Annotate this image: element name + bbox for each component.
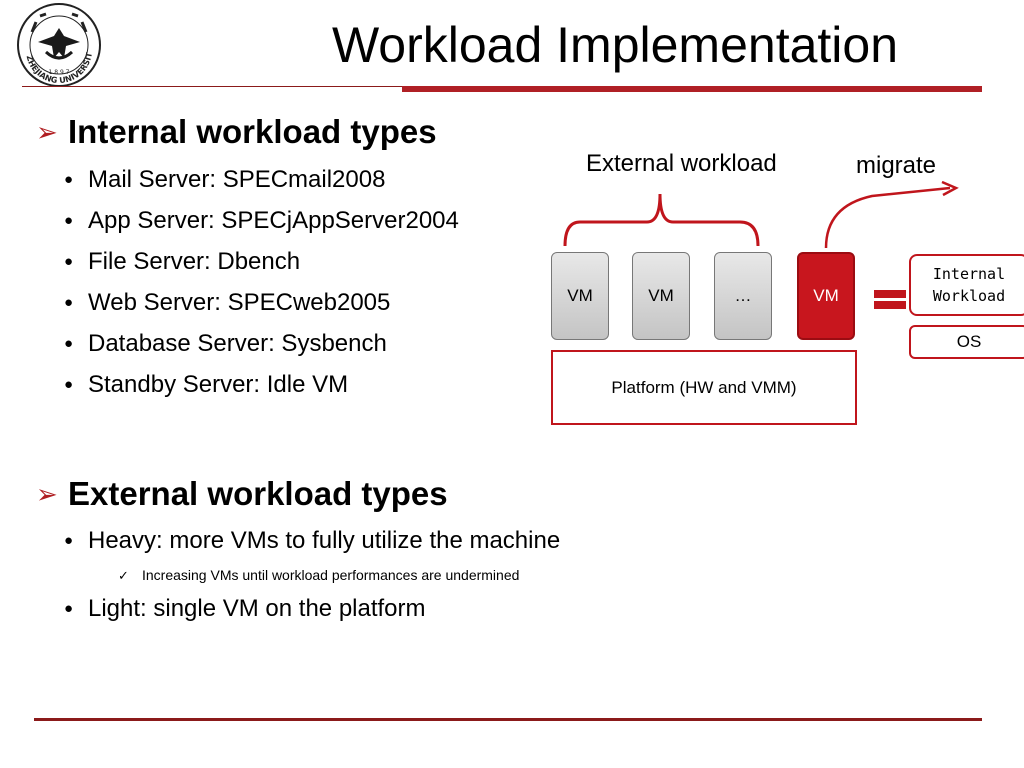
bullet-dot-icon: ●	[64, 532, 74, 549]
connector-bar-top	[874, 290, 906, 298]
zhejiang-university-logo: ZHEJIANG UNIVERSITY 1 8 9 7	[16, 2, 101, 87]
bullet-dot-icon: ●	[64, 171, 74, 188]
internal-heading: ➢Internal workload types	[36, 113, 437, 150]
checkmark-icon: ✓	[118, 568, 129, 583]
bullet-dot-icon: ●	[64, 376, 74, 393]
bullet-dot-icon: ●	[64, 335, 74, 352]
bullet-dot-icon: ●	[64, 600, 74, 617]
arrow-bullet-icon: ➢	[36, 117, 58, 147]
migrate-label: migrate	[856, 152, 937, 179]
list-item: ●Web Server: SPECweb2005	[64, 289, 391, 316]
arrow-bullet-icon: ➢	[36, 479, 58, 509]
connector-bar-bottom	[874, 301, 906, 309]
list-item: ●Heavy: more VMs to fully utilize the ma…	[64, 527, 561, 554]
page-title: Workload Implementation	[332, 17, 899, 73]
os-box: OS	[909, 325, 1024, 359]
header-rule-thick	[402, 86, 982, 92]
external-heading: ➢External workload types	[36, 475, 448, 512]
vm-box: VM	[632, 252, 690, 340]
internal-workload-line2: Workload	[932, 287, 1006, 305]
migrate-arrow	[824, 186, 951, 249]
header-rule-thin	[22, 86, 402, 87]
internal-workload-line1: Internal	[932, 265, 1006, 283]
list-item: ●Mail Server: SPECmail2008	[64, 166, 386, 193]
list-item: ●File Server: Dbench	[64, 248, 301, 275]
bullet-dot-icon: ●	[64, 212, 74, 229]
vm-box: VM	[551, 252, 609, 340]
footer-rule	[34, 718, 982, 721]
logo-year: 1 8 9 7	[49, 69, 70, 76]
internal-workload-box: Internal Workload	[909, 254, 1024, 316]
list-item: ●Light: single VM on the platform	[64, 595, 426, 622]
bullet-dot-icon: ●	[64, 294, 74, 311]
list-item: ●App Server: SPECjAppServer2004	[64, 207, 459, 234]
external-workload-brace	[563, 193, 760, 247]
migrate-arrowhead	[941, 180, 959, 197]
vm-ellipsis-box: …	[714, 252, 772, 340]
list-item: ●Database Server: Sysbench	[64, 330, 387, 357]
external-workload-label: External workload	[586, 150, 777, 177]
sub-list-item: ✓Increasing VMs until workload performan…	[118, 567, 520, 583]
list-item: ●Standby Server: Idle VM	[64, 371, 349, 398]
platform-box: Platform (HW and VMM)	[551, 350, 857, 425]
bullet-dot-icon: ●	[64, 253, 74, 270]
vm-migrating-box: VM	[797, 252, 855, 340]
